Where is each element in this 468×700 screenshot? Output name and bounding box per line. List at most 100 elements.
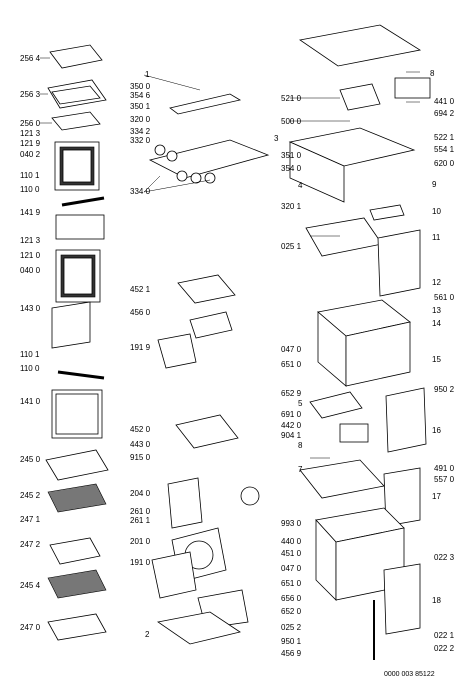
label-452-1: 452 1	[130, 285, 151, 294]
label-620-0: 620 0	[434, 159, 455, 168]
label-191-0: 191 0	[130, 558, 151, 567]
label-334-0: 334 0	[130, 187, 151, 196]
label-451-0: 451 0	[281, 549, 302, 558]
label-022-3: 022 3	[434, 553, 455, 562]
label-651-0b: 651 0	[281, 579, 302, 588]
right-column-parts	[288, 24, 431, 660]
label-652-9: 652 9	[281, 389, 302, 398]
label-350-1: 350 1	[130, 102, 151, 111]
label-915-0: 915 0	[130, 453, 151, 462]
label-247-2: 247 2	[20, 540, 41, 549]
label-040-0: 040 0	[20, 266, 41, 275]
label-13: 13	[432, 306, 441, 315]
label-110-0: 110 0	[20, 185, 40, 194]
label-350-0: 350 0	[130, 82, 151, 91]
label-332-0: 332 0	[130, 136, 151, 145]
label-18: 18	[432, 596, 441, 605]
label-11: 11	[432, 233, 441, 242]
label-500-0: 500 0	[281, 117, 302, 126]
left-column-parts	[45, 44, 109, 641]
label-491-0: 491 0	[434, 464, 455, 473]
label-14: 14	[432, 319, 441, 328]
label-456-9: 456 9	[281, 649, 302, 658]
label-025-1: 025 1	[281, 242, 302, 251]
label-521-0: 521 0	[281, 94, 302, 103]
label-334-2: 334 2	[130, 127, 151, 136]
label-2: 2	[145, 630, 150, 639]
label-15: 15	[432, 355, 441, 364]
label-656-0: 656 0	[281, 594, 302, 603]
label-261-0: 261 0	[130, 507, 151, 516]
label-141-9: 141 9	[20, 208, 41, 217]
label-201-0: 201 0	[130, 537, 151, 546]
label-8b: 8	[298, 441, 303, 450]
label-691-0: 691 0	[281, 410, 302, 419]
label-261-1: 261 1	[130, 516, 151, 525]
label-121-9: 121 9	[20, 139, 41, 148]
label-143-0: 143 0	[20, 304, 41, 313]
label-245-2: 245 2	[20, 491, 41, 500]
label-256-0: 256 0	[20, 119, 41, 128]
label-443-0: 443 0	[130, 440, 151, 449]
label-121-3b: 121 3	[20, 236, 41, 245]
label-522-1: 522 1	[434, 133, 455, 142]
label-652-0: 652 0	[281, 607, 302, 616]
label-694-2: 694 2	[434, 109, 455, 118]
label-354-0: 354 0	[281, 164, 302, 173]
label-110-0b: 110 0	[20, 364, 40, 373]
label-247-0: 247 0	[20, 623, 41, 632]
label-9: 9	[432, 180, 437, 189]
label-651-0: 651 0	[281, 360, 302, 369]
label-452-0: 452 0	[130, 425, 151, 434]
label-17: 17	[432, 492, 441, 501]
label-047-0: 047 0	[281, 345, 302, 354]
label-5: 5	[298, 399, 303, 408]
label-441-0: 441 0	[434, 97, 455, 106]
label-950-2: 950 2	[434, 385, 455, 394]
label-320-0: 320 0	[130, 115, 151, 124]
label-110-1b: 110 1	[20, 350, 40, 359]
label-025-2: 025 2	[281, 623, 302, 632]
label-440-0: 440 0	[281, 537, 302, 546]
label-121-3: 121 3	[20, 129, 41, 138]
label-16: 16	[432, 426, 441, 435]
center-parts	[148, 93, 270, 645]
label-904-1: 904 1	[281, 431, 302, 440]
label-320-1: 320 1	[281, 202, 302, 211]
label-247-1: 247 1	[20, 515, 41, 524]
label-022-2: 022 2	[434, 644, 455, 653]
label-204-0: 204 0	[130, 489, 151, 498]
label-10: 10	[432, 207, 441, 216]
leader-lines	[40, 57, 420, 459]
label-110-1: 110 1	[20, 171, 40, 180]
label-256-3: 256 3	[20, 90, 41, 99]
document-code: 0000 003 85122	[384, 671, 435, 678]
center-labels: 1 350 0 354 6 350 1 320 0 334 2 332 0 33…	[130, 70, 303, 658]
label-354-6: 354 6	[130, 91, 151, 100]
label-8: 8	[430, 69, 435, 78]
label-191-9: 191 9	[130, 343, 151, 352]
label-4: 4	[298, 181, 303, 190]
label-245-4: 245 4	[20, 581, 41, 590]
label-351-0: 351 0	[281, 151, 302, 160]
label-1: 1	[145, 70, 150, 79]
label-245-0: 245 0	[20, 455, 41, 464]
left-labels: 256 4 256 3 256 0 121 3 121 9 040 2 110 …	[20, 54, 41, 632]
label-12: 12	[432, 278, 441, 287]
label-040-2: 040 2	[20, 150, 41, 159]
label-121-0: 121 0	[20, 251, 41, 260]
label-561-0: 561 0	[434, 293, 455, 302]
label-256-4: 256 4	[20, 54, 41, 63]
label-3: 3	[274, 134, 279, 143]
label-442-0: 442 0	[281, 421, 302, 430]
label-554-1: 554 1	[434, 145, 455, 154]
label-456-0: 456 0	[130, 308, 151, 317]
label-950-1: 950 1	[281, 637, 302, 646]
label-022-1: 022 1	[434, 631, 455, 640]
label-7: 7	[298, 465, 303, 474]
right-labels: 8 441 0 694 2 521 0 500 0 522 1 554 1 62…	[281, 69, 455, 653]
label-993-0: 993 0	[281, 519, 302, 528]
label-141-0: 141 0	[20, 397, 41, 406]
label-047-0b: 047 0	[281, 564, 302, 573]
